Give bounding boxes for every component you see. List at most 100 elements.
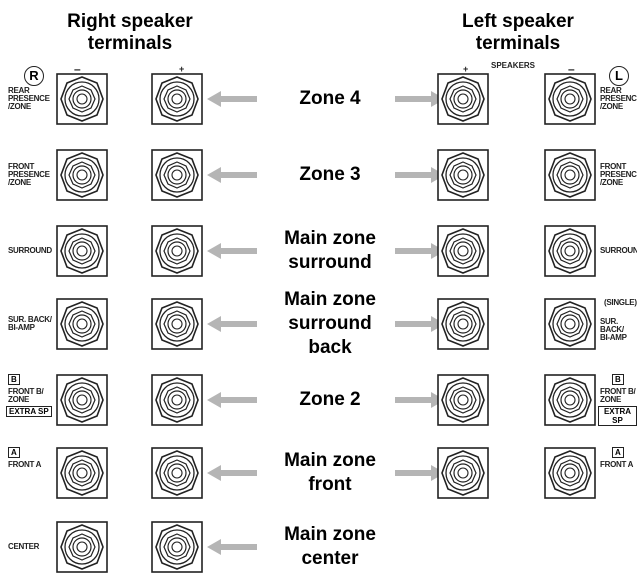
zone-label-line: front [308,474,352,495]
right-plus-terminal [151,149,203,201]
left-terminal-label: SURROUND [600,247,637,255]
right-terminal-label-line: SUR. BACK/ [8,315,52,324]
right-minus-terminal [56,225,108,277]
right-terminal-label-line: /ZONE [8,102,31,111]
left-terminal-label: SUR. BACK/BI-AMP [600,318,637,342]
left-minus-terminal [544,298,596,350]
arrow-to-left-terminal [395,392,445,408]
arrow-to-right-terminal [207,167,257,183]
left-terminal-label-line: FRONT [600,162,627,171]
right-minus-terminal [56,298,108,350]
left-plus-terminal [437,447,489,499]
zone-label-line: Main zone [284,524,376,545]
left-minus-terminal [544,225,596,277]
right-minus-terminal [56,521,108,573]
arrow-to-right-terminal [207,392,257,408]
left-terminal-label-line: REAR [600,86,622,95]
left-plus-terminal [437,298,489,350]
right-terminal-label-line: BI-AMP [8,323,35,332]
left-plus-terminal [437,73,489,125]
right-terminal-label-line: REAR [8,86,30,95]
right-terminal-label: SURROUND [8,247,52,255]
right-plus-terminal [151,298,203,350]
left-plus-terminal [437,225,489,277]
left-plus-mark: + [463,64,469,74]
arrow-to-right-terminal [207,243,257,259]
left-header-line1: Left speaker [462,11,574,32]
zone-label-line: Zone 4 [299,88,361,109]
zone-label-line: surround [288,313,372,334]
arrow-to-right-terminal [207,316,257,332]
right-terminal-label: CENTER [8,543,39,551]
right-plus-terminal [151,225,203,277]
right-terminal-label: FRONT B/ZONE [8,387,44,404]
right-minus-terminal [56,73,108,125]
zone-label-line: center [301,548,359,569]
right-header-line2: terminals [87,33,173,54]
right-terminal-label-line: FRONT [8,162,35,171]
left-box-label: A [612,447,624,458]
right-terminal-label-line: ZONE [8,395,30,404]
left-terminal-label-line: BI-AMP [600,333,627,342]
right-box-label: A [8,447,20,458]
left-minus-terminal [544,149,596,201]
zone-label: Zone 4 [270,87,390,111]
zone-label-line: Zone 2 [299,389,361,410]
left-extra-sp-label: EXTRA SP [598,406,637,426]
right-minus-terminal [56,447,108,499]
right-terminal-label-line: PRESENCE [8,94,50,103]
left-minus-mark: – [568,62,575,76]
zone-label: Zone 2 [270,388,390,412]
left-speaker-header: Left speaker terminals [438,11,598,55]
left-minus-terminal [544,374,596,426]
left-terminal-label-line: FRONT B/ [600,387,636,396]
right-extra-sp-label: EXTRA SP [6,406,52,417]
left-box-label: B [612,374,624,385]
left-plus-terminal [437,149,489,201]
right-minus-mark: – [74,62,81,76]
zone-label-line: Main zone [284,289,376,310]
left-terminal-label-line: /ZONE [600,178,623,187]
arrow-to-left-terminal [395,243,445,259]
right-speaker-header: Right speaker terminals [50,11,210,55]
zone-label: Main zone center [270,523,390,571]
arrow-to-left-terminal [395,316,445,332]
right-terminal-label-line: PRESENCE [8,170,50,179]
left-channel-badge: L [609,66,629,86]
right-terminal-label-line: SURROUND [8,246,52,255]
left-terminal-label-line: PRESENCE [600,170,637,179]
right-terminal-label-line: FRONT A [8,460,42,469]
arrow-to-right-terminal [207,91,257,107]
single-label: (SINGLE) [604,298,637,307]
left-terminal-label-line: SURROUND [600,246,637,255]
arrow-to-left-terminal [395,167,445,183]
left-terminal-label-line: PRESENCE [600,94,637,103]
right-terminal-label-line: FRONT B/ [8,387,44,396]
right-plus-terminal [151,521,203,573]
arrow-to-right-terminal [207,465,257,481]
arrow-to-right-terminal [207,539,257,555]
arrow-to-left-terminal [395,91,445,107]
right-terminal-label-line: /ZONE [8,178,31,187]
zone-label-line: Zone 3 [299,164,361,185]
right-terminal-label: FRONT A [8,461,41,469]
right-channel-badge: R [24,66,44,86]
left-minus-terminal [544,73,596,125]
right-box-label: B [8,374,20,385]
left-header-line2: terminals [475,33,561,54]
right-plus-mark: + [179,64,185,74]
left-terminal-label: FRONT A [600,461,633,469]
zone-label-line: Main zone [284,450,376,471]
left-plus-terminal [437,374,489,426]
right-plus-terminal [151,447,203,499]
zone-label-line: back [308,337,352,358]
right-plus-terminal [151,73,203,125]
left-terminal-label: FRONT B/ZONE [600,387,636,404]
right-minus-terminal [56,374,108,426]
left-terminal-label-line: SUR. BACK/ [600,317,624,334]
right-terminal-label: SUR. BACK/BI-AMP [8,316,52,332]
zone-label-line: surround [288,252,372,273]
